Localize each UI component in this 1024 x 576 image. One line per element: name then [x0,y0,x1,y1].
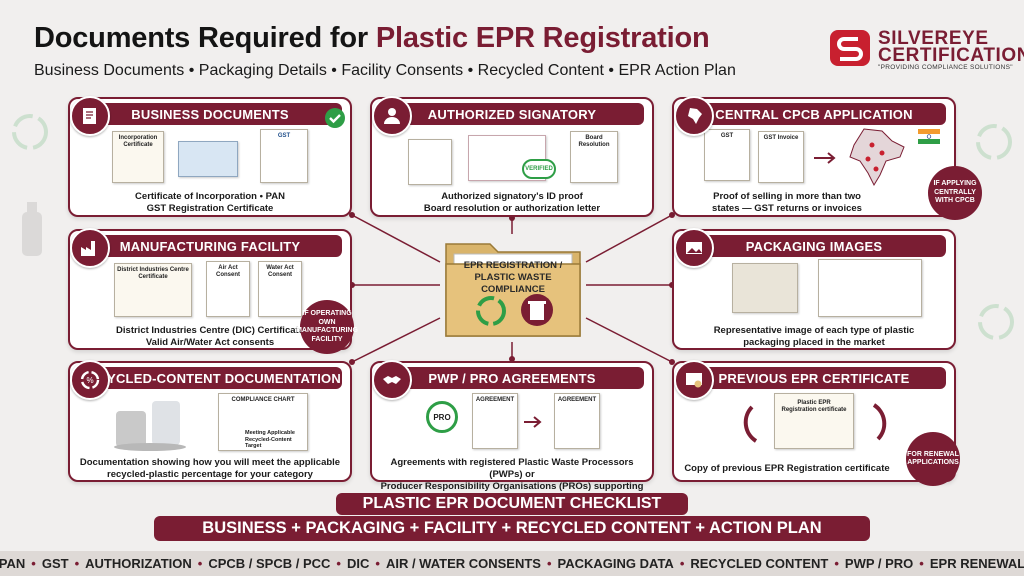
board-resolution-doc: Board Resolution [570,131,618,183]
check-icon [325,108,345,128]
card-title: MANUFACTURING FACILITY [78,235,342,257]
condition-tag: IF APPLYING CENTRALLY WITH CPCB [928,166,982,220]
page-subtitle: Business Documents • Packaging Details •… [34,62,736,79]
plastic-pellets-icon [114,401,186,451]
water-act-consent-doc: Water Act Consent [258,261,302,317]
document-stack-icon [70,96,110,136]
condition-tag: FOR RENEWAL APPLICATIONS [906,432,960,486]
india-flag-icon [918,129,940,144]
keyword-item: CPCB / SPCB / PCC [208,556,331,571]
card-title: PREVIOUS EPR CERTIFICATE [682,367,946,389]
epr-registration-folder: EPR REGISTRATION / PLASTIC WASTE COMPLIA… [440,234,586,342]
india-map-icon [849,128,905,187]
factory-icon [70,228,110,268]
card-caption: Documentation showing how you will meet … [79,457,341,480]
keyword-item: AUTHORIZATION [85,556,192,571]
recycle-icon [476,296,506,326]
keyword-item: EPR RENEWAL [929,556,1024,571]
logo-tagline: "PROVIDING COMPLIANCE SOLUTIONS" [878,64,1013,71]
card-packaging-images: PACKAGING IMAGES Representative image of… [672,229,956,350]
user-badge-icon [372,96,412,136]
checklist-title: PLASTIC EPR DOCUMENT CHECKLIST [336,493,688,515]
background-recycle-icon [976,124,1012,160]
card-caption: Representative image of each type of pla… [713,325,915,348]
condition-tag: IF OPERATING OWN MANUFACTURING FACILITY [296,300,358,354]
gst-doc: GST [260,129,308,183]
keyword-item: RECYCLED CONTENT [690,556,829,571]
india-map-icon [674,96,714,136]
handshake-icon [372,360,412,400]
card-title: AUTHORIZED SIGNATORY [380,103,644,125]
card-title: PACKAGING IMAGES [682,235,946,257]
gst-return-doc: GST [704,129,750,181]
gst-invoice-doc: GST Invoice [758,131,804,183]
card-caption: District Industries Centre (DIC) Certifi… [116,325,304,348]
arrow-right-icon [524,416,542,428]
background-bottle-icon [22,202,42,256]
keyword-item: PAN [0,556,26,571]
card-title: CENTRAL CPCB APPLICATION [682,103,946,125]
dic-certificate-doc: District Industries Centre Certificate [114,263,192,317]
image-gallery-icon [674,228,714,268]
card-recycled-content-documentation: RECYCLED-CONTENT DOCUMENTATION COMPLIANC… [68,361,352,482]
card-pwp-pro-agreements: PWP / PRO AGREEMENTS PRO AGREEMENT AGREE… [370,361,654,504]
card-title: PWP / PRO AGREEMENTS [380,367,644,389]
air-act-consent-doc: Air Act Consent [206,261,250,317]
signatory-photo-doc [468,135,546,181]
arrow-right-icon [814,152,836,164]
card-central-cpcb-application: CENTRAL CPCB APPLICATION GST GST Invoice… [672,97,956,217]
id-card-doc [408,139,452,185]
brand-logo: SILVEREYECERTIFICATIONS "PROVIDING COMPL… [828,28,1024,71]
document-checklist-banner: PLASTIC EPR DOCUMENT CHECKLIST BUSINESS … [154,493,870,543]
compliance-chart-doc: COMPLIANCE CHART Meeting Applicable Recy… [218,393,308,451]
packaging-samples-sheet [818,259,922,317]
recycle-percent-icon: % [70,360,110,400]
verified-stamp: VERIFIED [522,159,556,179]
pro-seal: PRO [426,401,458,433]
logo-brand: SILVEREYECERTIFICATIONS [878,28,1024,66]
card-authorized-signatory: AUTHORIZED SIGNATORY VERIFIED Board Reso… [370,97,654,217]
card-manufacturing-facility: MANUFACTURING FACILITY District Industri… [68,229,352,350]
trash-bin-icon [521,294,553,326]
checklist-summary: BUSINESS + PACKAGING + FACILITY + RECYCL… [154,516,870,541]
certificate-icon [674,360,714,400]
page-title: Documents Required for Plastic EPR Regis… [34,22,710,54]
card-caption: Copy of previous EPR Registration certif… [684,463,890,474]
keyword-item: PACKAGING DATA [557,556,674,571]
keyword-bar: PAN• GST• AUTHORIZATION• CPCB / SPCB / P… [0,551,1024,576]
epr-certificate-doc: Plastic EPR Registration certificate [774,393,854,449]
card-business-documents: BUSINESS DOCUMENTS Incorporation Certifi… [68,97,352,217]
card-title: BUSINESS DOCUMENTS [78,103,342,125]
photo-album-doc [732,263,798,313]
background-recycle-icon [12,114,48,150]
renew-arrows-icon [743,403,887,443]
background-recycle-icon [978,304,1014,340]
keyword-item: DIC [346,556,370,571]
keyword-item: AIR / WATER CONSENTS [385,556,541,571]
agreement-doc: AGREEMENT [472,393,518,449]
card-title: RECYCLED-CONTENT DOCUMENTATION [78,367,342,389]
folder-title: EPR REGISTRATION / PLASTIC WASTE COMPLIA… [463,260,563,295]
logo-mark-icon [830,30,870,66]
keyword-item: GST [41,556,69,571]
pan-card-doc [178,141,238,177]
keyword-item: PWP / PRO [844,556,914,571]
signed-agreement-doc: AGREEMENT [554,393,600,449]
incorporation-certificate-doc: Incorporation Certificate [112,131,164,183]
svg-text:%: % [86,376,93,385]
